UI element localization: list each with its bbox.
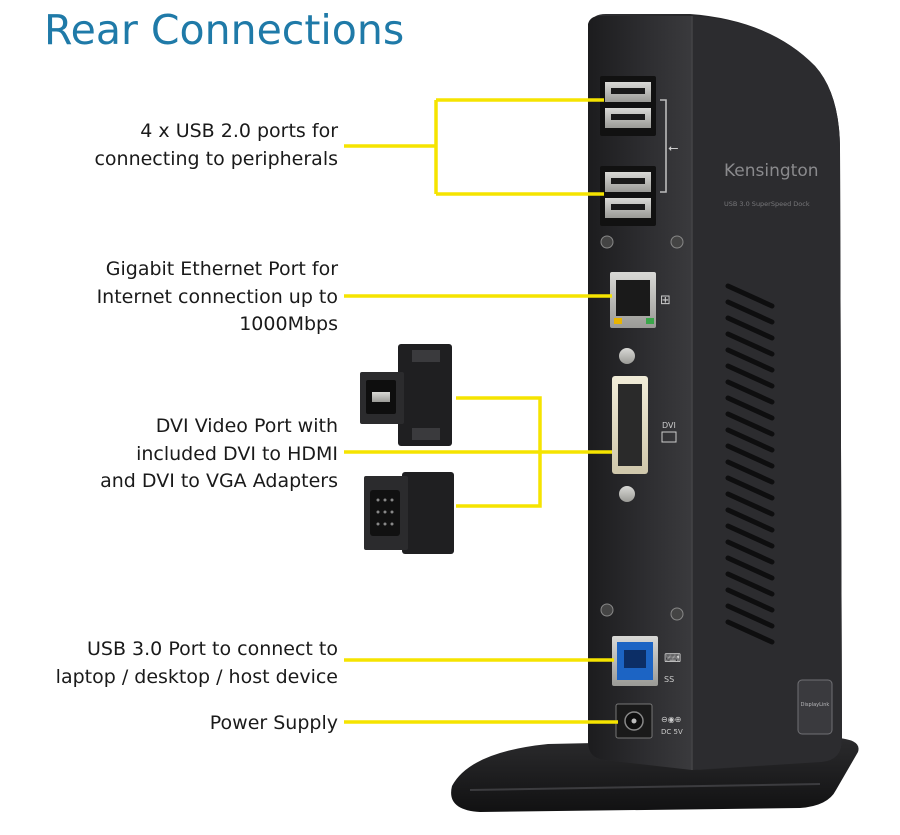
usb2-ports: ⭠ (600, 76, 678, 226)
page-title: Rear Connections (44, 6, 405, 54)
dvi-callout (344, 396, 612, 508)
usb3-port: ⌨ SS (612, 636, 681, 686)
usb2-label-line-1: 4 x USB 2.0 ports for (140, 120, 338, 142)
usb3-text: SS (664, 675, 674, 684)
polarity-icon: ⊖◉⊕ (661, 715, 681, 724)
dvi-label: DVI Video Port with included DVI to HDMI… (100, 413, 338, 496)
ethernet-label-line-2: Internet connection up to (96, 285, 338, 308)
usb3-label-line-2: laptop / desktop / host device (55, 665, 338, 688)
callout-lines (344, 98, 618, 724)
brand-logo: Kensington (724, 161, 819, 181)
dvi-text: DVI (662, 421, 676, 430)
dvi-label-line-3: and DVI to VGA Adapters (100, 470, 338, 492)
screws (600, 235, 684, 621)
network-icon: ⊞ (660, 293, 671, 308)
usb3-label-line-1: USB 3.0 Port to connect to (87, 638, 338, 660)
dvi-label-line-1: DVI Video Port with (155, 415, 338, 437)
dock-vents (725, 283, 775, 645)
usb2-label: 4 x USB 2.0 ports for connecting to peri… (94, 118, 338, 173)
power-label: Power Supply (210, 710, 338, 738)
power-label-line-1: Power Supply (209, 712, 338, 734)
usb2-callout (344, 98, 604, 196)
dc-text: DC 5V (661, 728, 683, 736)
dvi-to-vga-adapter (364, 472, 454, 554)
usb3-label: USB 3.0 Port to connect to laptop / desk… (56, 636, 338, 691)
badge-text: DisplayLink (801, 702, 830, 708)
ethernet-port: ⊞ (610, 272, 671, 328)
dvi-port: DVI (612, 348, 677, 502)
displaylink-badge: DisplayLink (797, 679, 833, 735)
dvi-label-line-2: included DVI to HDMI (136, 442, 338, 465)
laptop-icon: ⌨ (664, 651, 681, 665)
model-text: USB 3.0 SuperSpeed Dock (724, 200, 810, 208)
usb-icon: ⭠ (668, 141, 678, 156)
ethernet-label: Gigabit Ethernet Port for Internet conne… (97, 256, 338, 339)
ethernet-label-line-1: Gigabit Ethernet Port for (105, 258, 338, 280)
usb2-label-line-2: connecting to peripherals (94, 147, 338, 170)
power-port: DC 5V ⊖◉⊕ (615, 703, 683, 739)
ethernet-label-line-3: 1000Mbps (239, 313, 338, 335)
dvi-to-hdmi-adapter (360, 344, 452, 446)
